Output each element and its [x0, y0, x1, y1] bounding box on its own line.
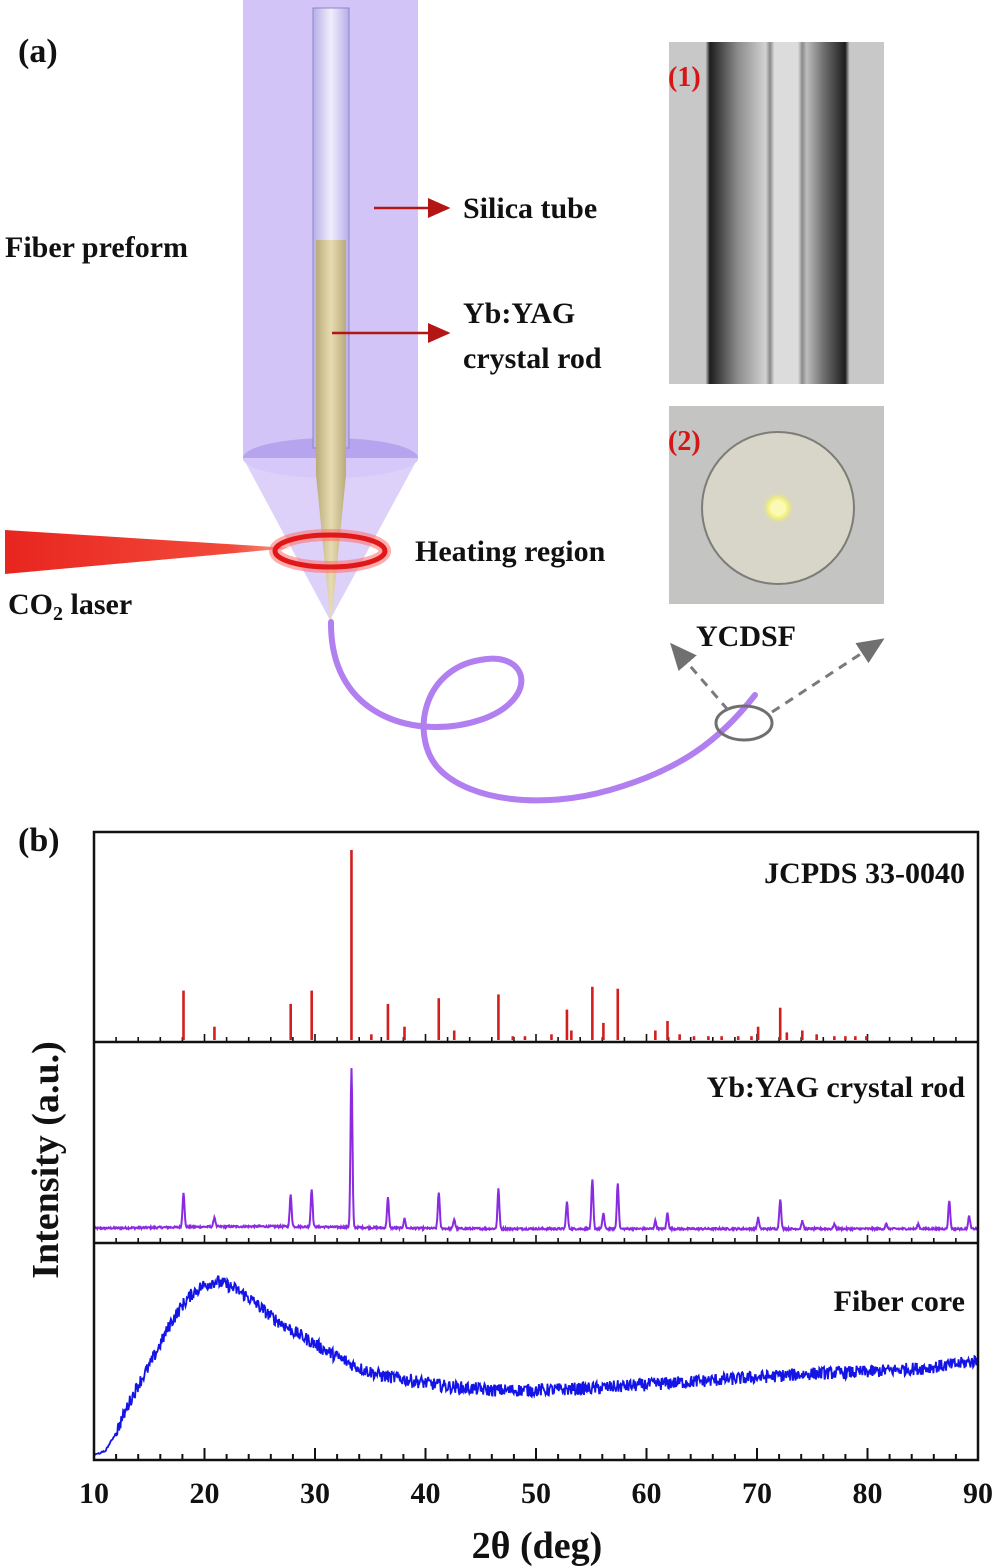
panel-b: (b) Intensity (a.u.) 2θ (deg) 10 20 30 40 50…	[18, 822, 993, 1567]
zoom-arrow-left	[670, 642, 730, 711]
x-tick-label: 80	[853, 1477, 883, 1510]
laser-beam	[5, 530, 290, 574]
fiber	[327, 619, 758, 804]
x-tick-label: 10	[79, 1477, 109, 1510]
fiber-core	[770, 500, 786, 516]
zoom-arrow-right	[771, 638, 885, 714]
fiber-core-pattern	[94, 1275, 979, 1456]
x-tick-labels: 10 20 30 40 50 60 70 80 90	[79, 1477, 993, 1510]
heating-region-label: Heating region	[415, 535, 606, 568]
fiber-preform-label: Fiber preform	[5, 231, 188, 264]
plot-frame	[92, 830, 980, 1462]
crystal-rod-taper	[316, 475, 346, 625]
co2-laser-label: CO2 laser	[8, 588, 132, 625]
x-tick-label: 30	[300, 1477, 330, 1510]
series-label: Fiber core	[834, 1285, 965, 1318]
panel-b-label: (b)	[18, 822, 60, 859]
heating-ring	[272, 532, 388, 570]
inset-1-side-view	[669, 42, 884, 384]
series-label: JCPDS 33-0040	[764, 857, 965, 890]
series-label: Yb:YAG crystal rod	[707, 1071, 966, 1104]
x-axis-label: 2θ (deg)	[472, 1525, 603, 1567]
x-tick-label: 50	[521, 1477, 551, 1510]
x-tick-label: 20	[190, 1477, 220, 1510]
crystal-rod-label-1: Yb:YAG	[463, 297, 575, 330]
y-axis-label: Intensity (a.u.)	[25, 1041, 67, 1279]
fiber-zoom-circle	[714, 704, 774, 742]
crystal-rod-label-2: crystal rod	[463, 342, 602, 375]
x-tick-label: 60	[632, 1477, 662, 1510]
crystal-rod-pattern	[93, 1068, 979, 1233]
panel-a: (a) Fiber preform Silica tube Yb:YAG cry…	[5, 0, 885, 804]
silica-tube-label: Silica tube	[463, 192, 597, 225]
x-tick-label: 90	[963, 1477, 993, 1510]
ycdsf-label: YCDSF	[696, 620, 796, 653]
crystal-rod	[316, 240, 346, 475]
plot-area	[93, 850, 979, 1460]
x-tick-label: 40	[411, 1477, 441, 1510]
inset-2-label: (2)	[668, 426, 701, 457]
x-tick-label: 70	[742, 1477, 772, 1510]
inset-1-label: (1)	[668, 62, 701, 93]
panel-a-label: (a)	[18, 33, 58, 70]
